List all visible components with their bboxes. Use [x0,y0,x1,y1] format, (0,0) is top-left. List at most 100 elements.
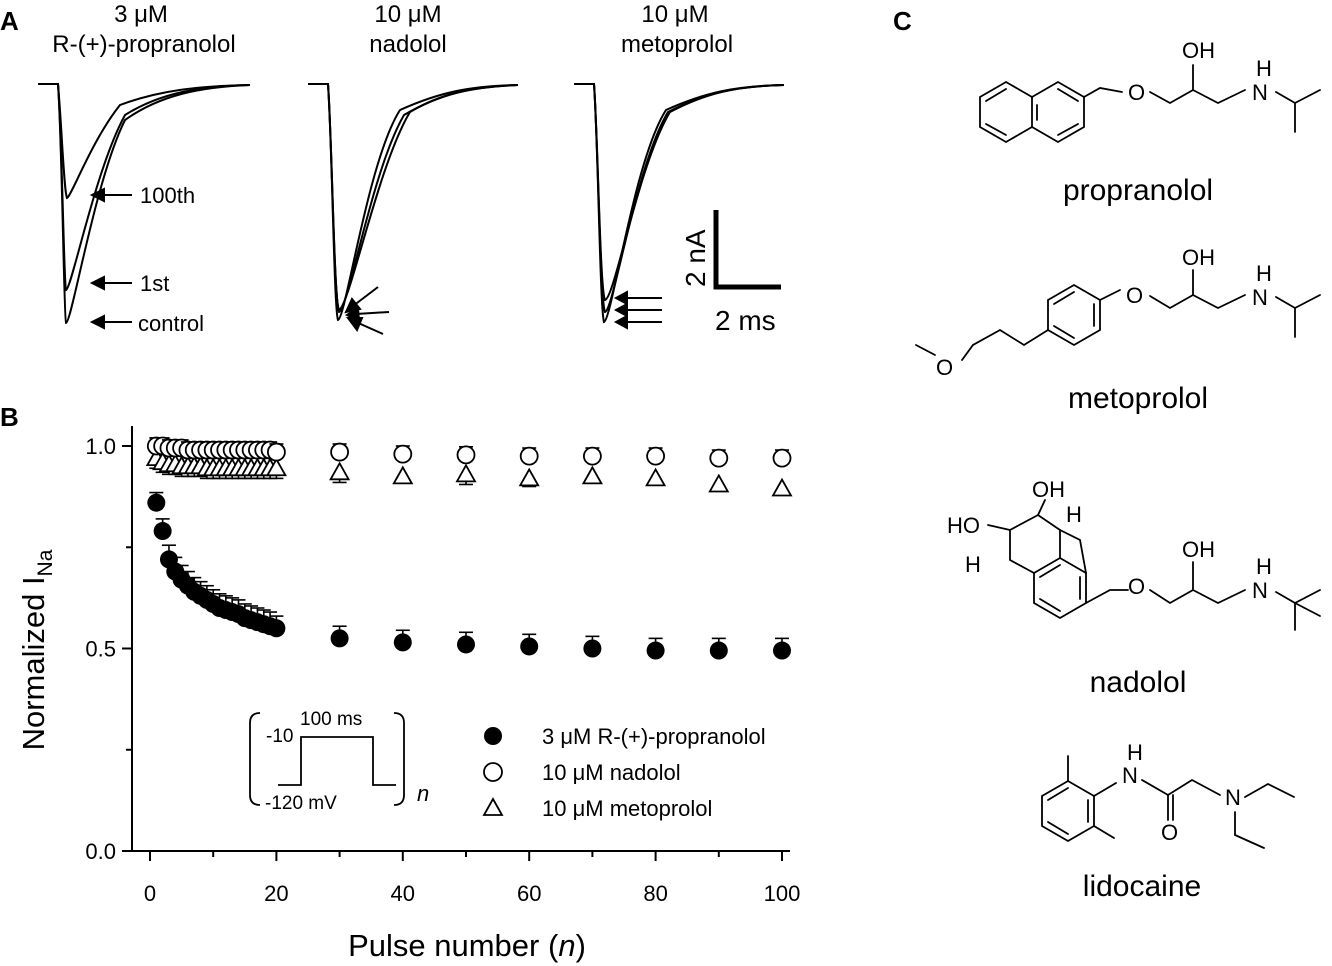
label-metoprolol: metoprolol [1068,382,1208,415]
nadolol-atom-oh: OH [1032,477,1065,502]
propranolol-atom-n: N [1252,80,1268,105]
point-propranolol [646,641,665,660]
x-axis-label-post: ) [576,928,586,963]
metoprolol-atom-o: O [1126,283,1143,308]
nadolol-atom-ho: HO [947,513,980,538]
trace-title-1-line2: R-(+)-propranolol [52,31,235,58]
label-100th: 100th [140,183,195,208]
point-nadolol [646,446,665,466]
point-propranolol [330,629,349,648]
inset-step-voltage-label: -10 [266,726,293,747]
nadolol-atom-h3: H [1256,554,1272,579]
nadolol-atom-oh2: OH [1182,537,1215,562]
legend-label-nadolol: 10 μM nadolol [542,760,681,785]
nadolol-atom-o: O [1128,574,1145,599]
point-nadolol [772,448,792,468]
propranolol-atom-oh: OH [1182,38,1215,63]
trace-title-1-line1: 3 μM [114,1,168,28]
point-nadolol [393,444,413,464]
trace-title-2-line2: nadolol [369,31,446,58]
structure-propranolol: O OH N H propranolol [979,38,1321,207]
point-propranolol [393,633,412,652]
point-metoprolol [645,467,667,487]
arrows-propranolol [89,187,132,330]
lidocaine-atom-h: H [1127,740,1143,765]
point-propranolol [267,619,286,638]
point-metoprolol [708,473,730,493]
metoprolol-atom-n: N [1252,285,1268,310]
point-metoprolol [265,457,287,477]
metoprolol-atom-oh: OH [1182,245,1215,270]
point-propranolol [773,641,791,660]
panel-a: A 3 μM R-(+)-propranolol 10 μM nadolol 1… [0,1,785,336]
propranolol-atom-o: O [1128,80,1145,105]
panel-c-letter: C [893,6,912,36]
point-metoprolol [581,465,603,485]
x-axis-label-var: n [558,928,575,963]
traces-nadolol [308,83,519,322]
nadolol-atom-n: N [1252,578,1268,603]
label-control: control [138,311,204,336]
point-metoprolol [771,477,793,497]
legend: 3 μM R-(+)-propranolol 10 μM nadolol 10 … [482,724,766,821]
legend-marker-propranolol [484,727,502,745]
propranolol-atom-h: H [1256,56,1272,81]
structure-nadolol: OH H HO H O OH N H nadolol [947,477,1321,699]
legend-marker-metoprolol [482,797,504,816]
traces-metoprolol [574,83,785,324]
nadolol-atom-h1: H [1066,502,1082,527]
point-metoprolol [518,467,540,487]
panel-b-letter: B [0,402,19,432]
x-tick-label: 20 [264,881,288,906]
structure-metoprolol: O OH N H O metoprolol [915,245,1321,415]
inset-duration-label: 100 ms [300,709,362,730]
point-propranolol [520,637,539,656]
point-nadolol [519,446,539,466]
metoprolol-atom-h: H [1256,261,1272,286]
lidocaine-atom-o: O [1161,820,1178,845]
label-nadolol: nadolol [1090,666,1187,699]
structure-lidocaine: N H O N lidocaine [1041,740,1295,903]
lidocaine-atom-n2: N [1225,785,1241,810]
x-tick-label: 100 [764,881,801,906]
point-metoprolol [455,463,477,483]
y-tick-label: 0.5 [85,637,116,662]
traces-propranolol [38,83,251,325]
point-metoprolol [329,461,351,481]
legend-marker-nadolol [483,762,503,782]
y-tick-label: 0.0 [85,839,116,864]
x-tick-label: 60 [517,881,541,906]
point-metoprolol [392,465,414,485]
panel-a-letter: A [0,6,19,36]
scale-bar: 2 nA 2 ms [680,210,781,336]
y-tick-label: 1.0 [85,434,116,459]
y-axis-label: Normalized INa [16,549,57,750]
arrows-metoprolol [613,290,662,330]
y-axis-label-sub: Na [34,549,57,576]
protocol-inset: 100 ms -10 -120 mV n [249,709,429,814]
label-1st: 1st [140,271,169,296]
trace-title-2-line1: 10 μM [374,1,441,28]
legend-label-propranolol: 3 μM R-(+)-propranolol [542,724,766,749]
point-nadolol [456,445,476,465]
point-nadolol [266,442,286,462]
point-propranolol [153,522,172,541]
lidocaine-atom-n: N [1122,763,1138,788]
point-propranolol [583,639,602,658]
x-axis-label: Pulse number (n) [348,928,586,963]
metoprolol-atom-o2: O [936,355,953,380]
arrows-nadolol [344,286,390,335]
legend-label-metoprolol: 10 μM metoprolol [542,796,712,821]
point-propranolol [457,635,475,654]
label-propranolol: propranolol [1063,174,1213,207]
trace-title-3-line2: metoprolol [621,31,733,58]
scale-bar-time-label: 2 ms [715,305,776,336]
point-nadolol [709,448,729,468]
point-nadolol [330,442,350,462]
x-tick-label: 40 [391,881,415,906]
y-axis-label-main: Normalized I [16,576,51,750]
label-lidocaine: lidocaine [1083,870,1201,903]
point-propranolol [709,641,728,660]
